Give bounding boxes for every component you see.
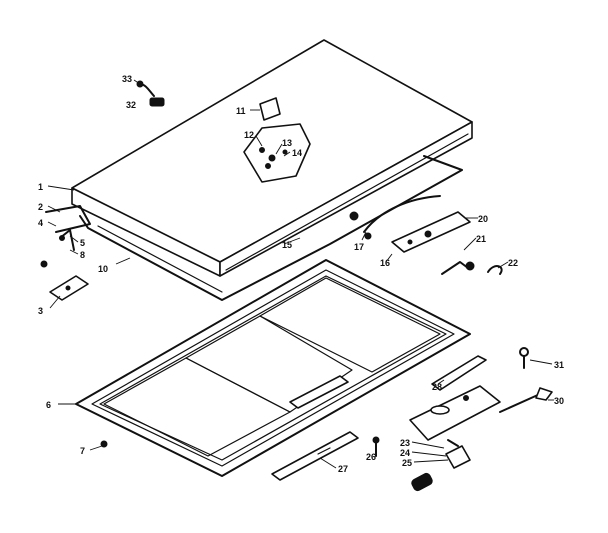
- lid-bracket: [259, 97, 281, 121]
- callout-13: 13: [282, 138, 292, 148]
- callout-2: 2: [38, 202, 43, 212]
- callout-22: 22: [508, 258, 518, 268]
- callout-11: 11: [236, 106, 246, 116]
- callout-labels: 1 2 3 4 5 6 7 8 10 11 12 13 14 15 16 17 …: [38, 74, 564, 474]
- callout-8: 8: [80, 250, 85, 260]
- callout-30: 30: [554, 396, 564, 406]
- top-fasteners: [136, 80, 165, 107]
- latch-plate: [391, 211, 471, 253]
- callout-14: 14: [292, 148, 302, 158]
- callout-5: 5: [80, 238, 85, 248]
- lid-gasket: [79, 155, 463, 301]
- callout-1: 1: [38, 182, 43, 192]
- leader-lines: [47, 79, 554, 469]
- callout-3: 3: [38, 306, 43, 316]
- callout-16: 16: [380, 258, 390, 268]
- callout-27: 27: [338, 464, 348, 474]
- lock-parts: [441, 261, 503, 275]
- bracket-31: [519, 347, 529, 369]
- screw-26: [372, 436, 380, 457]
- handle: [349, 195, 441, 240]
- callout-7: 7: [80, 446, 85, 456]
- callout-23: 23: [400, 438, 410, 448]
- callout-33: 33: [122, 74, 132, 84]
- callout-31: 31: [554, 360, 564, 370]
- callout-20: 20: [478, 214, 488, 224]
- strip-28: [431, 355, 487, 391]
- callout-32: 32: [126, 100, 136, 110]
- callout-25: 25: [402, 458, 412, 468]
- strip-27: [271, 431, 359, 481]
- callout-6: 6: [46, 400, 51, 410]
- left-hinge: [40, 205, 91, 301]
- callout-26: 26: [366, 452, 376, 462]
- switch-housing: [409, 385, 501, 441]
- probe-30: [499, 387, 553, 413]
- callout-21: 21: [476, 234, 486, 244]
- callout-4: 4: [38, 218, 43, 228]
- callout-17: 17: [354, 242, 364, 252]
- callout-10: 10: [98, 264, 108, 274]
- screw-7: [100, 440, 108, 448]
- lid-panel: [71, 39, 473, 277]
- callout-28: 28: [432, 382, 442, 392]
- lamp-23-25: [411, 439, 471, 492]
- callout-15: 15: [282, 240, 292, 250]
- callout-12: 12: [244, 130, 254, 140]
- base-frame: [75, 259, 471, 477]
- callout-24: 24: [400, 448, 410, 458]
